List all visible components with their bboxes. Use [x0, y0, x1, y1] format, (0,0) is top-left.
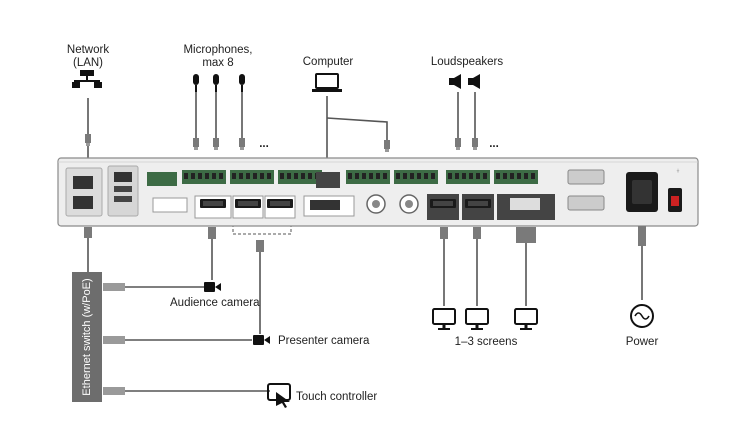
monitor-icon — [465, 308, 489, 331]
monitor-icon — [514, 308, 538, 331]
camera-icon — [253, 335, 270, 345]
switch-plugs — [103, 283, 125, 395]
laptop-icon — [312, 73, 342, 92]
ethernet-switch — [72, 272, 102, 402]
touch-controller-label: Touch controller — [296, 391, 378, 403]
loudspeakers-label: Loudspeakers — [430, 56, 504, 68]
loudspeaker-icon — [449, 74, 461, 89]
power-label: Power — [625, 336, 659, 348]
microphones-label: Microphones, max 8 — [183, 44, 253, 69]
camera-icon — [204, 282, 221, 292]
power-icon — [630, 304, 654, 328]
loudspeaker-icon — [468, 74, 480, 89]
cable-plugs-bottom — [84, 226, 646, 252]
microphone-icon — [193, 74, 199, 92]
network-icon — [72, 70, 102, 88]
network-label: Network (LAN) — [66, 44, 110, 69]
svg-text:⏚: ⏚ — [676, 167, 680, 173]
monitor-icon — [432, 308, 456, 331]
microphone-icon — [213, 74, 219, 92]
computer-label: Computer — [302, 56, 354, 68]
screens-label: 1–3 screens — [454, 336, 518, 348]
microphones-ellipsis: ... — [259, 138, 269, 150]
cable-plugs — [85, 134, 478, 152]
presenter-bracket — [232, 224, 292, 235]
cables — [87, 92, 643, 392]
codec-rear-panel: ⏚ — [57, 157, 699, 227]
presenter-camera-label: Presenter camera — [278, 335, 370, 347]
loudspeakers-ellipsis: ... — [489, 138, 499, 150]
audience-camera-label: Audience camera — [170, 297, 260, 309]
ethernet-switch-label: Ethernet switch (w/PoE) — [81, 278, 93, 396]
microphone-icon — [239, 74, 245, 92]
touch-controller-icon — [267, 383, 291, 408]
